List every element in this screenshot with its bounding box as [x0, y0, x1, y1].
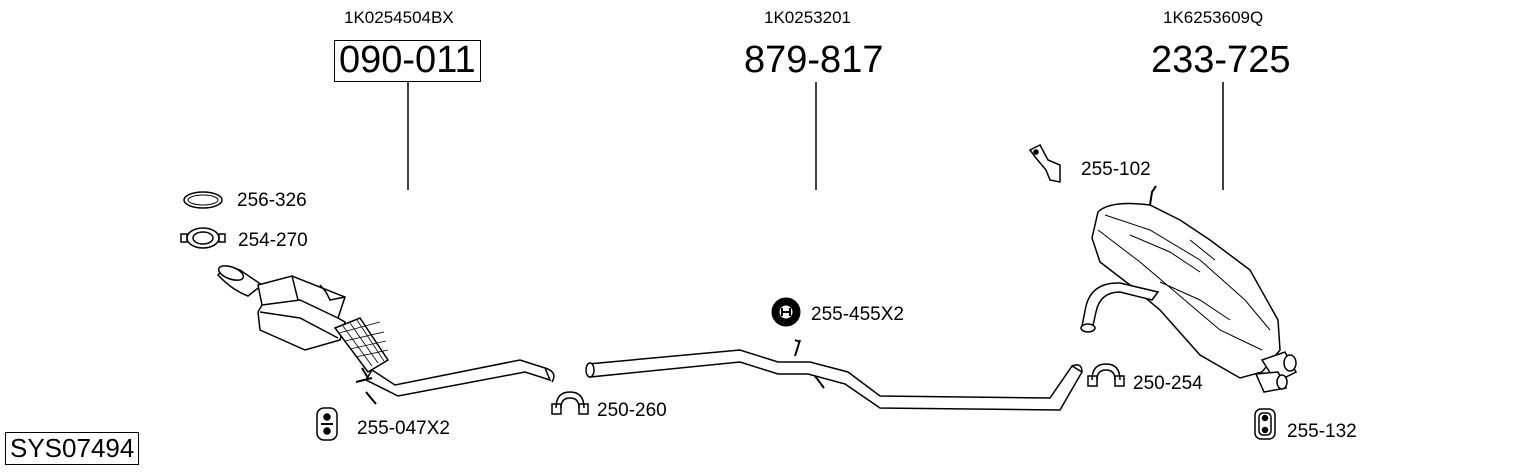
part-number-catalyst[interactable]: 090-011	[334, 40, 481, 82]
rubber-mount-rear-icon	[1254, 408, 1276, 440]
part-number-rear-silencer[interactable]: 233-725	[1151, 39, 1291, 81]
label-clamp-rear[interactable]: 250-254	[1133, 373, 1203, 394]
label-clamp-front[interactable]: 254-270	[238, 230, 308, 251]
label-rubber-mount-rear[interactable]: 255-132	[1287, 421, 1357, 442]
clamp-rear-icon	[1087, 363, 1125, 387]
rear-silencer	[1080, 185, 1298, 393]
rubber-mount-mid-icon	[771, 297, 801, 327]
label-rubber-mount-front[interactable]: 255-047X2	[357, 418, 450, 439]
catalytic-converter	[217, 265, 555, 405]
clamp-front-icon	[180, 227, 226, 249]
clamp-mid-icon	[551, 391, 589, 415]
gasket-icon	[183, 191, 223, 209]
middle-pipe	[585, 339, 1084, 411]
label-bracket-rear[interactable]: 255-102	[1081, 159, 1151, 180]
system-code: SYS07494	[5, 432, 140, 466]
oe-number-catalyst: 1K0254504BX	[344, 8, 454, 27]
label-rubber-mount-mid[interactable]: 255-455X2	[811, 304, 904, 325]
part-number-middle-pipe[interactable]: 879-817	[744, 39, 884, 81]
oe-number-rear-silencer: 1K6253609Q	[1163, 8, 1264, 27]
rubber-mount-front-icon	[316, 407, 338, 441]
label-clamp-mid[interactable]: 250-260	[597, 400, 667, 421]
label-gasket[interactable]: 256-326	[237, 190, 307, 211]
bracket-rear-icon	[1028, 144, 1061, 183]
oe-number-middle-pipe: 1K0253201	[764, 8, 851, 27]
